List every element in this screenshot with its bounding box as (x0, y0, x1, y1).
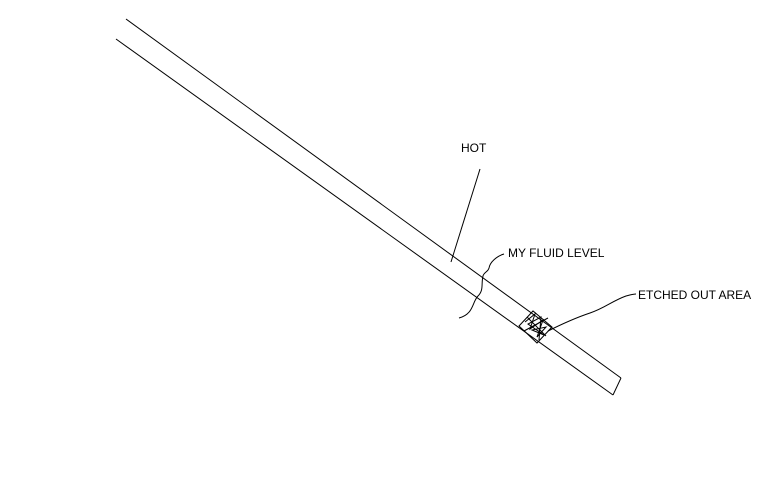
tube-lower-wall (115, 38, 614, 396)
hot-callout: HOT (450, 141, 487, 263)
tube-end-cap (612, 377, 622, 396)
etched-area-leader-line (547, 293, 637, 332)
etched-area-label: ETCHED OUT AREA (638, 288, 751, 302)
fluid-level-leader-line (458, 253, 505, 319)
hot-leader-line (450, 168, 481, 263)
etched-area-cross-2 (523, 317, 549, 332)
etched-area-cross-1 (526, 316, 547, 337)
etched-area-callout: ETCHED OUT AREA (547, 288, 751, 332)
tube-upper-wall (125, 18, 622, 379)
fluid-level-callout: MY FLUID LEVEL (458, 246, 605, 319)
etched-area-outline (518, 310, 553, 344)
fluid-level-label: MY FLUID LEVEL (508, 246, 605, 260)
etched-area-mark (518, 310, 553, 344)
hot-label: HOT (461, 141, 487, 155)
tube (115, 18, 622, 396)
